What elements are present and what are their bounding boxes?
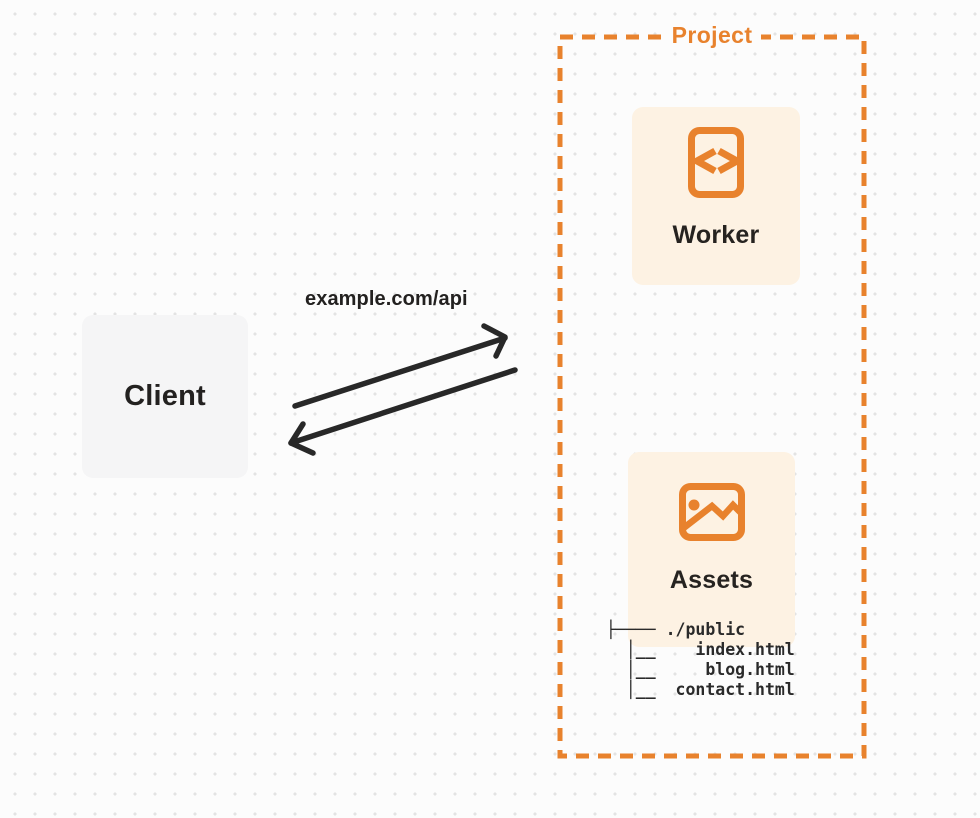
code-file-icon: [688, 127, 744, 198]
client-node: Client: [82, 315, 248, 478]
project-group: Project: [560, 21, 864, 50]
assets-label: Assets: [669, 566, 754, 594]
image-icon: [678, 483, 745, 541]
tree-line-blog: │__ blog.html: [606, 660, 795, 679]
tree-line-index: │__ index.html: [606, 640, 795, 659]
tree-line-contact: │__ contact.html: [606, 680, 795, 699]
request-arrow: [292, 323, 508, 409]
project-title: Project: [662, 21, 762, 50]
tree-line-root: ├──── ./public: [606, 620, 746, 639]
request-url-label: example.com/api: [305, 288, 468, 310]
client-label: Client: [124, 380, 206, 412]
worker-node: Worker: [632, 107, 800, 285]
assets-file-tree: ├──── ./public │__ index.html │__ blog.h…: [606, 620, 795, 700]
worker-label: Worker: [672, 221, 760, 249]
assets-node: Assets: [628, 452, 795, 647]
response-arrow: [288, 367, 518, 456]
